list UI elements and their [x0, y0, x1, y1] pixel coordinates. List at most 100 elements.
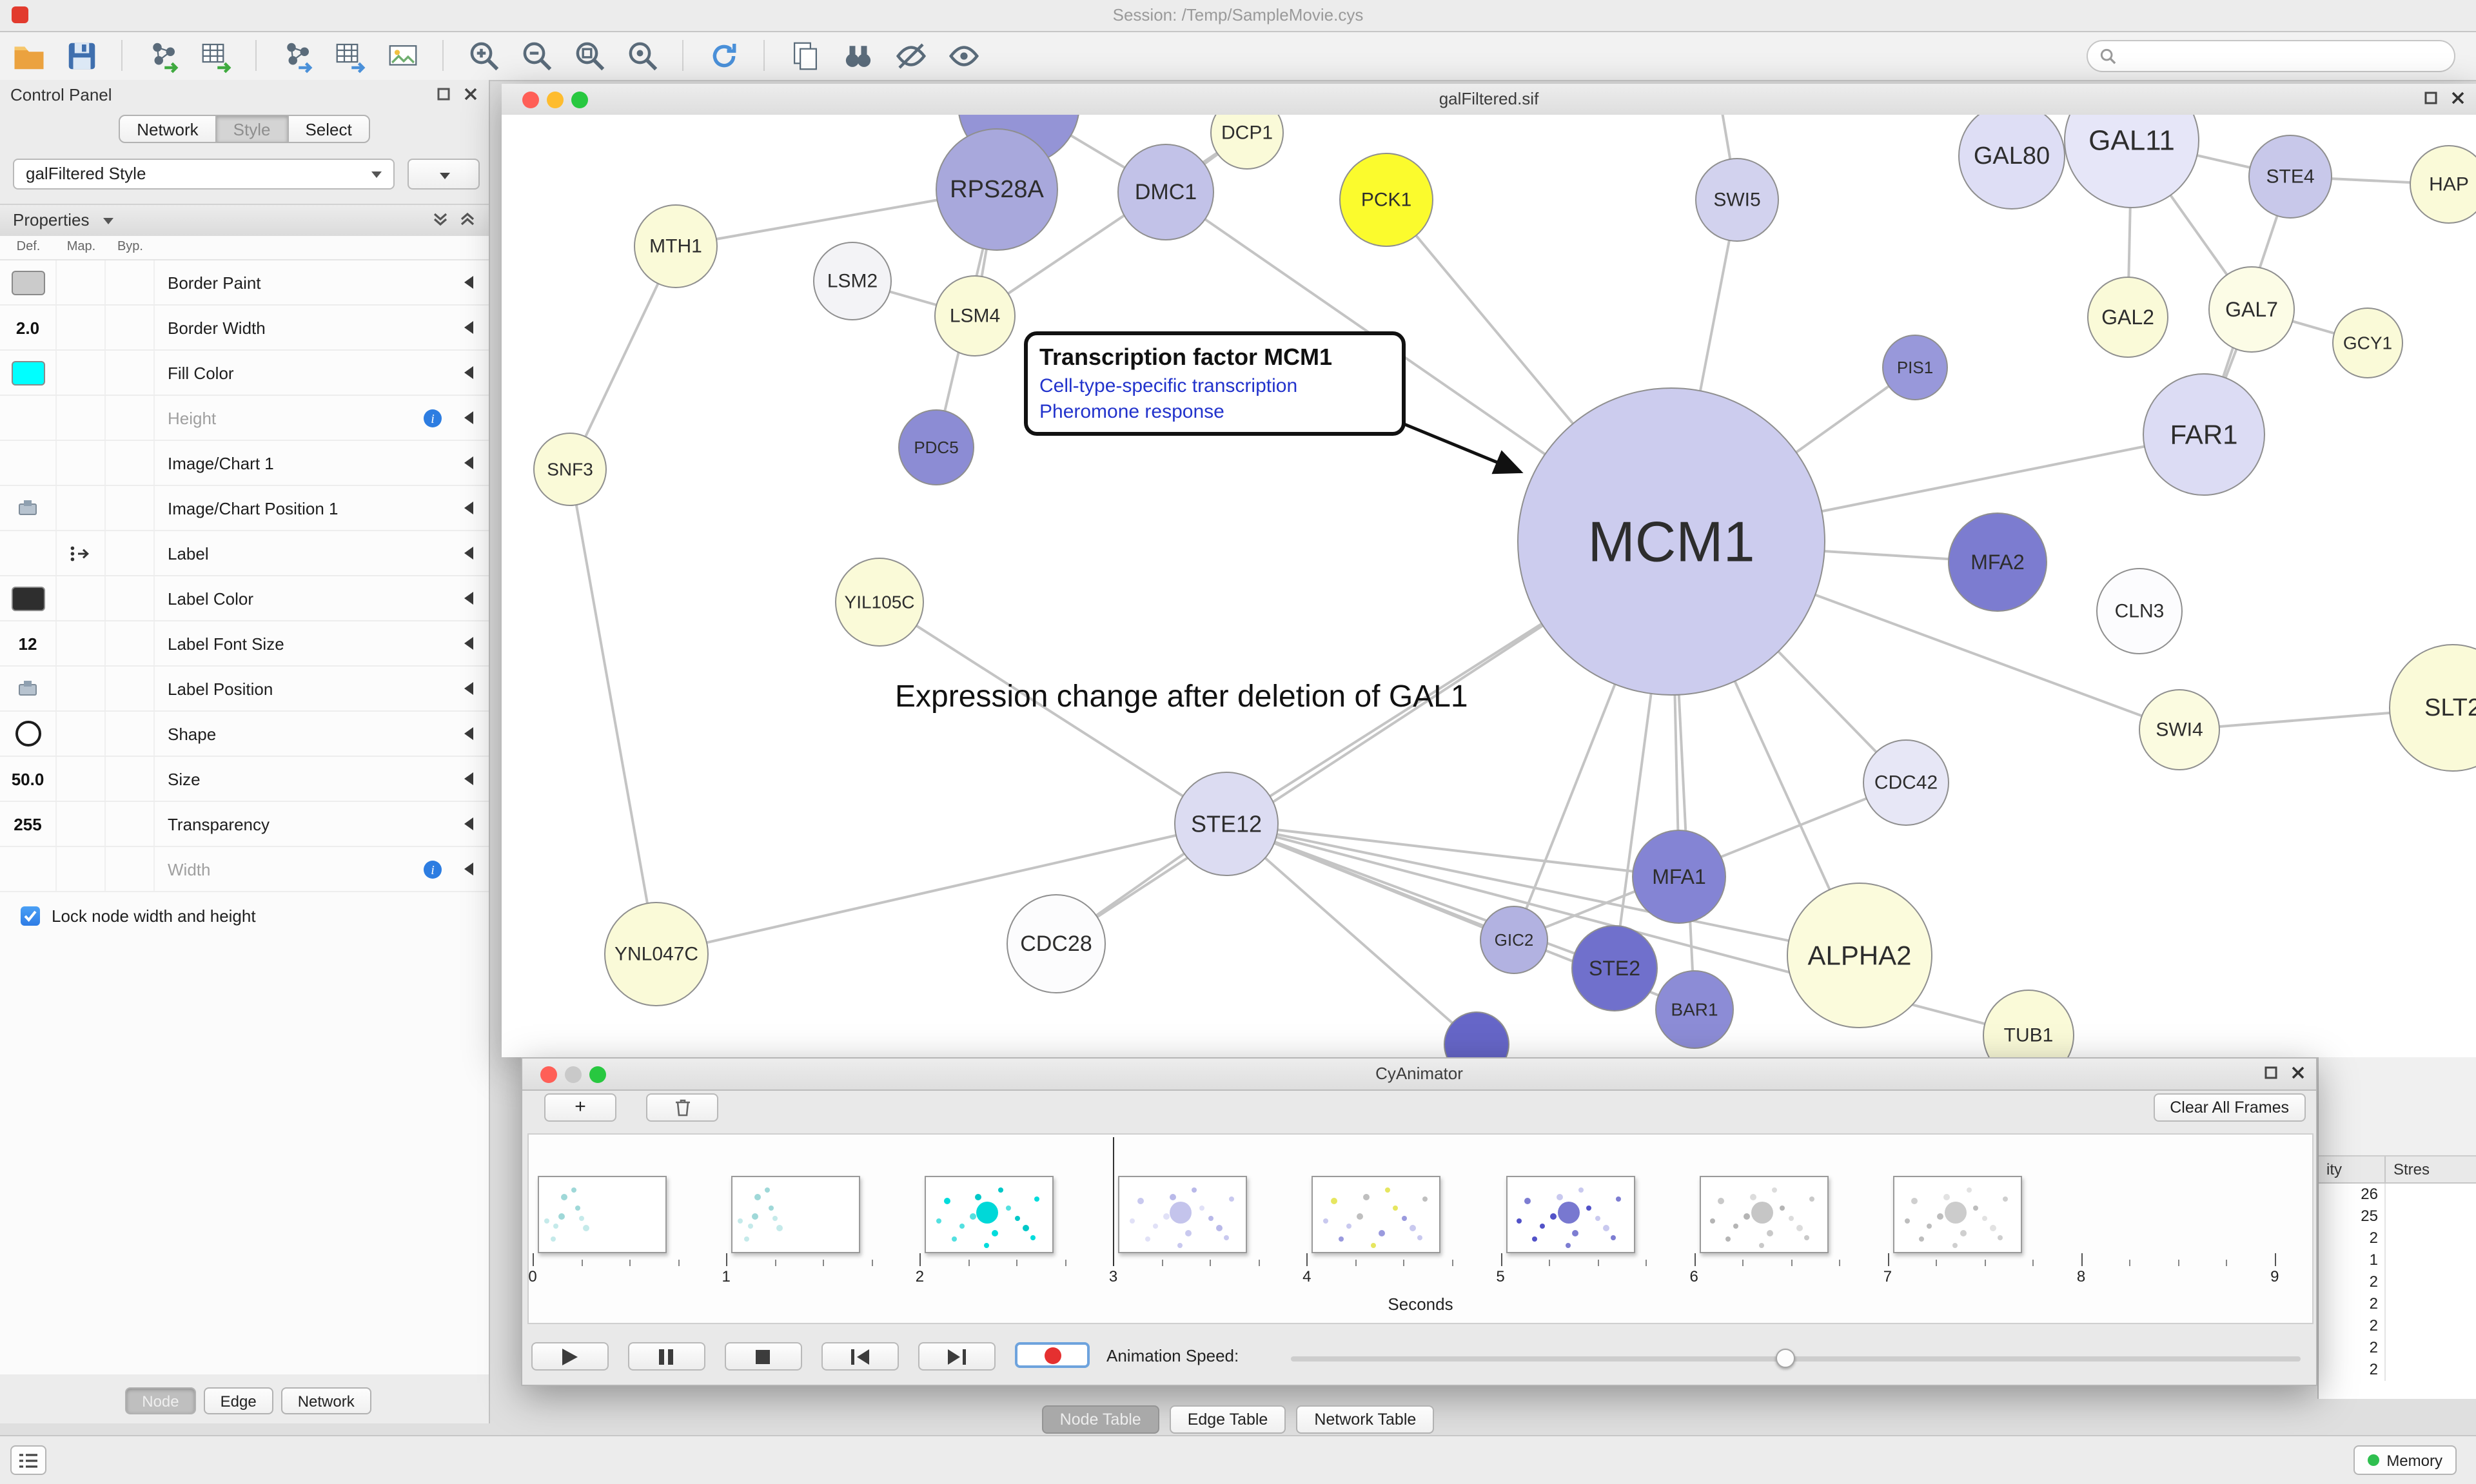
expand-arrow-icon[interactable]	[464, 547, 473, 560]
network-node-gal2[interactable]: GAL2	[2087, 277, 2168, 358]
property-row-image-chart-1[interactable]: Image/Chart 1	[0, 441, 489, 486]
color-swatch[interactable]	[11, 360, 44, 385]
zoom-fit-icon[interactable]	[569, 36, 610, 75]
export-image-icon[interactable]	[382, 36, 423, 75]
network-node-pis1[interactable]: PIS1	[1882, 335, 1948, 400]
float-window-icon[interactable]	[2263, 1065, 2279, 1080]
export-network-icon[interactable]	[276, 36, 317, 75]
import-network-icon[interactable]	[142, 36, 183, 75]
save-icon[interactable]	[61, 36, 102, 75]
network-node-cln3[interactable]: CLN3	[2096, 568, 2183, 654]
network-node-bar1[interactable]: BAR1	[1655, 970, 1734, 1049]
network-node-mth1[interactable]: MTH1	[634, 204, 718, 288]
float-window-icon[interactable]	[2423, 90, 2439, 106]
frame-thumbnail-8[interactable]	[1892, 1176, 2022, 1253]
tab-style[interactable]: Style	[215, 115, 289, 143]
skip-start-button[interactable]	[821, 1342, 899, 1371]
lock-checkbox[interactable]	[21, 906, 40, 926]
table-row[interactable]: 26	[2319, 1184, 2476, 1206]
annotation-link[interactable]: Pheromone response	[1039, 401, 1224, 423]
zoom-out-icon[interactable]	[516, 36, 557, 75]
expand-arrow-icon[interactable]	[464, 276, 473, 289]
table-row[interactable]: 2	[2319, 1315, 2476, 1337]
table-row[interactable]: 2	[2319, 1227, 2476, 1249]
style-selector[interactable]: galFiltered Style	[13, 159, 395, 190]
memory-button[interactable]: Memory	[2353, 1445, 2457, 1475]
network-node-ste2[interactable]: STE2	[1571, 925, 1658, 1011]
network-node-gal7[interactable]: GAL7	[2208, 266, 2295, 353]
property-row-shape[interactable]: Shape	[0, 712, 489, 757]
pause-button[interactable]	[628, 1342, 705, 1371]
network-node-tub1[interactable]: TUB1	[1983, 990, 2074, 1057]
frame-thumbnail-2[interactable]	[731, 1176, 861, 1253]
network-node-slt2[interactable]: SLT2	[2389, 644, 2476, 772]
panel-tab-node[interactable]: Node	[125, 1387, 196, 1414]
network-node-lsm2[interactable]: LSM2	[813, 242, 892, 320]
zoom-in-icon[interactable]	[463, 36, 504, 75]
animation-speed-slider[interactable]	[1291, 1349, 2301, 1368]
table-row[interactable]: 2	[2319, 1271, 2476, 1293]
expand-arrow-icon[interactable]	[464, 321, 473, 334]
refresh-icon[interactable]	[703, 36, 744, 75]
network-node-alpha2[interactable]: ALPHA2	[1787, 883, 1932, 1028]
network-node-snf3[interactable]: SNF3	[533, 433, 607, 506]
stop-button[interactable]	[725, 1342, 802, 1371]
playhead[interactable]	[1113, 1137, 1115, 1266]
clear-all-frames-button[interactable]: Clear All Frames	[2153, 1093, 2306, 1122]
search-field[interactable]	[2087, 40, 2455, 72]
frame-thumbnail-6[interactable]	[1506, 1176, 1635, 1253]
network-node-cdc28[interactable]: CDC28	[1007, 894, 1106, 993]
network-node-hap[interactable]: HAP	[2410, 145, 2476, 224]
network-node-ste4[interactable]: STE4	[2248, 135, 2332, 219]
network-node-gal11[interactable]: GAL11	[2064, 115, 2199, 208]
add-frame-button[interactable]: +	[544, 1093, 616, 1122]
open-folder-icon[interactable]	[8, 36, 49, 75]
tab-network[interactable]: Network	[119, 115, 217, 143]
network-node-far1[interactable]: FAR1	[2143, 373, 2265, 496]
network-node-pdc5[interactable]: PDC5	[898, 409, 974, 485]
play-button[interactable]	[531, 1342, 609, 1371]
property-row-label[interactable]: Label	[0, 531, 489, 576]
ellipse-shape-icon[interactable]	[15, 721, 41, 747]
network-node-ste12[interactable]: STE12	[1174, 772, 1279, 876]
frame-thumbnail-1[interactable]	[538, 1176, 667, 1253]
default-value[interactable]: 2.0	[15, 318, 40, 337]
property-row-image-chart-position-1[interactable]: Image/Chart Position 1	[0, 486, 489, 531]
snapshot-icon[interactable]	[784, 36, 825, 75]
style-options-button[interactable]	[408, 159, 480, 190]
chevron-down-icon[interactable]	[103, 218, 113, 224]
network-node-mfa1[interactable]: MFA1	[1632, 830, 1726, 924]
close-window-icon[interactable]	[2290, 1065, 2306, 1080]
network-node-yil105c[interactable]: YIL105C	[835, 558, 924, 647]
network-node-swi5[interactable]: SWI5	[1695, 158, 1779, 242]
expand-arrow-icon[interactable]	[464, 727, 473, 740]
annotation-box[interactable]: Transcription factor MCM1 Cell-type-spec…	[1024, 331, 1406, 436]
property-row-border-paint[interactable]: Border Paint	[0, 260, 489, 306]
network-node-gcy1[interactable]: GCY1	[2332, 308, 2403, 378]
expand-arrow-icon[interactable]	[464, 592, 473, 605]
property-row-label-color[interactable]: Label Color	[0, 576, 489, 621]
default-value[interactable]: 255	[14, 814, 42, 834]
expand-all-icon[interactable]	[459, 210, 476, 228]
close-traffic-light[interactable]	[522, 92, 539, 108]
network-node-swi4[interactable]: SWI4	[2139, 689, 2220, 770]
search-input[interactable]	[2124, 46, 2442, 66]
expand-arrow-icon[interactable]	[464, 366, 473, 379]
tab-select[interactable]: Select	[287, 115, 370, 143]
frame-thumbnail-5[interactable]	[1312, 1176, 1441, 1253]
float-window-icon[interactable]	[436, 86, 451, 102]
expand-arrow-icon[interactable]	[464, 502, 473, 514]
zoom-traffic-light[interactable]	[589, 1066, 606, 1083]
property-row-label-position[interactable]: Label Position	[0, 667, 489, 712]
panel-tab-network[interactable]: Network	[280, 1387, 371, 1414]
default-value[interactable]: 12	[18, 634, 37, 653]
panel-toggle-button[interactable]	[10, 1445, 46, 1475]
record-button[interactable]	[1015, 1342, 1090, 1368]
network-node-nodeb[interactable]	[1444, 1011, 1509, 1057]
table-row[interactable]: 2	[2319, 1359, 2476, 1381]
